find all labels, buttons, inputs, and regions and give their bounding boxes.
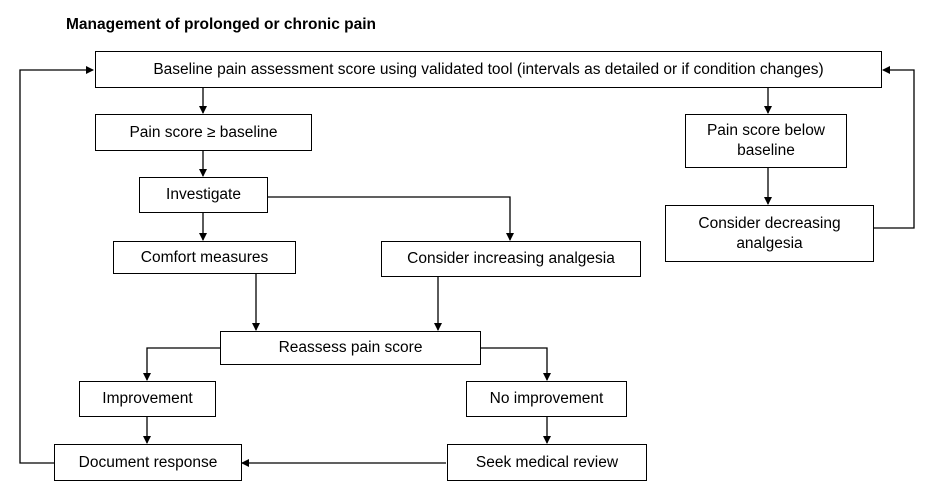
diagram-title: Management of prolonged or chronic pain bbox=[66, 16, 377, 33]
baseline-assessment-box: Baseline pain assessment score using val… bbox=[95, 51, 882, 88]
investigate-box: Investigate bbox=[139, 177, 268, 213]
document-response-box: Document response bbox=[54, 444, 242, 481]
seek-medical-review-box: Seek medical review bbox=[447, 444, 647, 481]
arrow-reassess-to-improvement bbox=[143, 347, 220, 381]
no-improvement-box: No improvement bbox=[466, 381, 627, 417]
increase-analgesia-box: Consider increasing analgesia bbox=[381, 241, 641, 277]
arrow-reassess-to-no-improvement bbox=[481, 347, 551, 381]
comfort-measures-box: Comfort measures bbox=[113, 241, 296, 274]
arrow-investigate-to-increase bbox=[268, 196, 514, 241]
decrease-analgesia-box: Consider decreasing analgesia bbox=[665, 205, 874, 262]
pain-score-below-baseline-box: Pain score below baseline bbox=[685, 114, 847, 168]
pain-score-ge-baseline-box: Pain score ≥ baseline bbox=[95, 114, 312, 151]
improvement-box: Improvement bbox=[79, 381, 216, 417]
reassess-pain-score-box: Reassess pain score bbox=[220, 331, 481, 365]
arrow-decrease-to-baseline bbox=[874, 66, 915, 229]
arrow-document-to-baseline bbox=[19, 66, 94, 464]
